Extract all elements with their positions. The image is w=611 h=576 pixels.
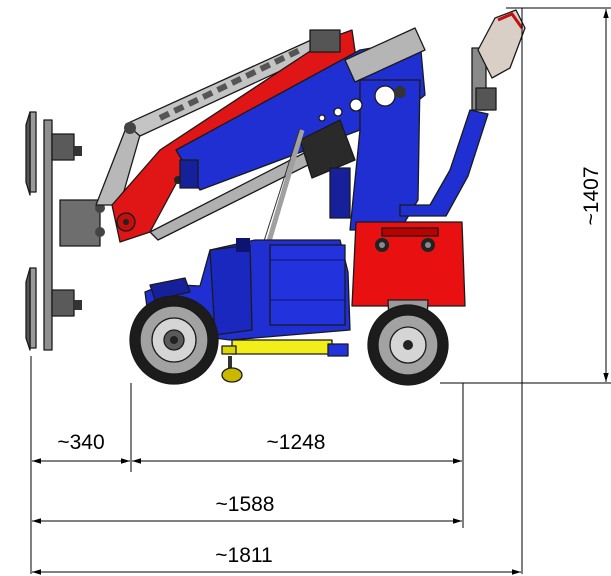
- yellow-rail: [221, 339, 349, 383]
- dimension-lines: [30, 7, 611, 575]
- wheelbase-label: ~1248: [267, 431, 326, 454]
- front-wheel: [129, 295, 219, 385]
- blue-mast: [175, 27, 426, 231]
- rear-wheel: [367, 299, 449, 386]
- total-height-label: ~1407: [580, 167, 603, 226]
- suction-frame: [25, 111, 105, 351]
- length-to-rear-wheel-label: ~1588: [216, 493, 275, 516]
- total-length-label: ~1811: [215, 544, 272, 567]
- front-overhang-label: ~340: [57, 431, 104, 454]
- counterweight: [351, 221, 466, 307]
- vacuum-lifter-machine: [25, 9, 526, 386]
- dimension-labels: ~340 ~1248 ~1588 ~1811 ~1407: [57, 167, 603, 567]
- chassis-body: [144, 167, 351, 341]
- steering-tiller: [399, 9, 526, 217]
